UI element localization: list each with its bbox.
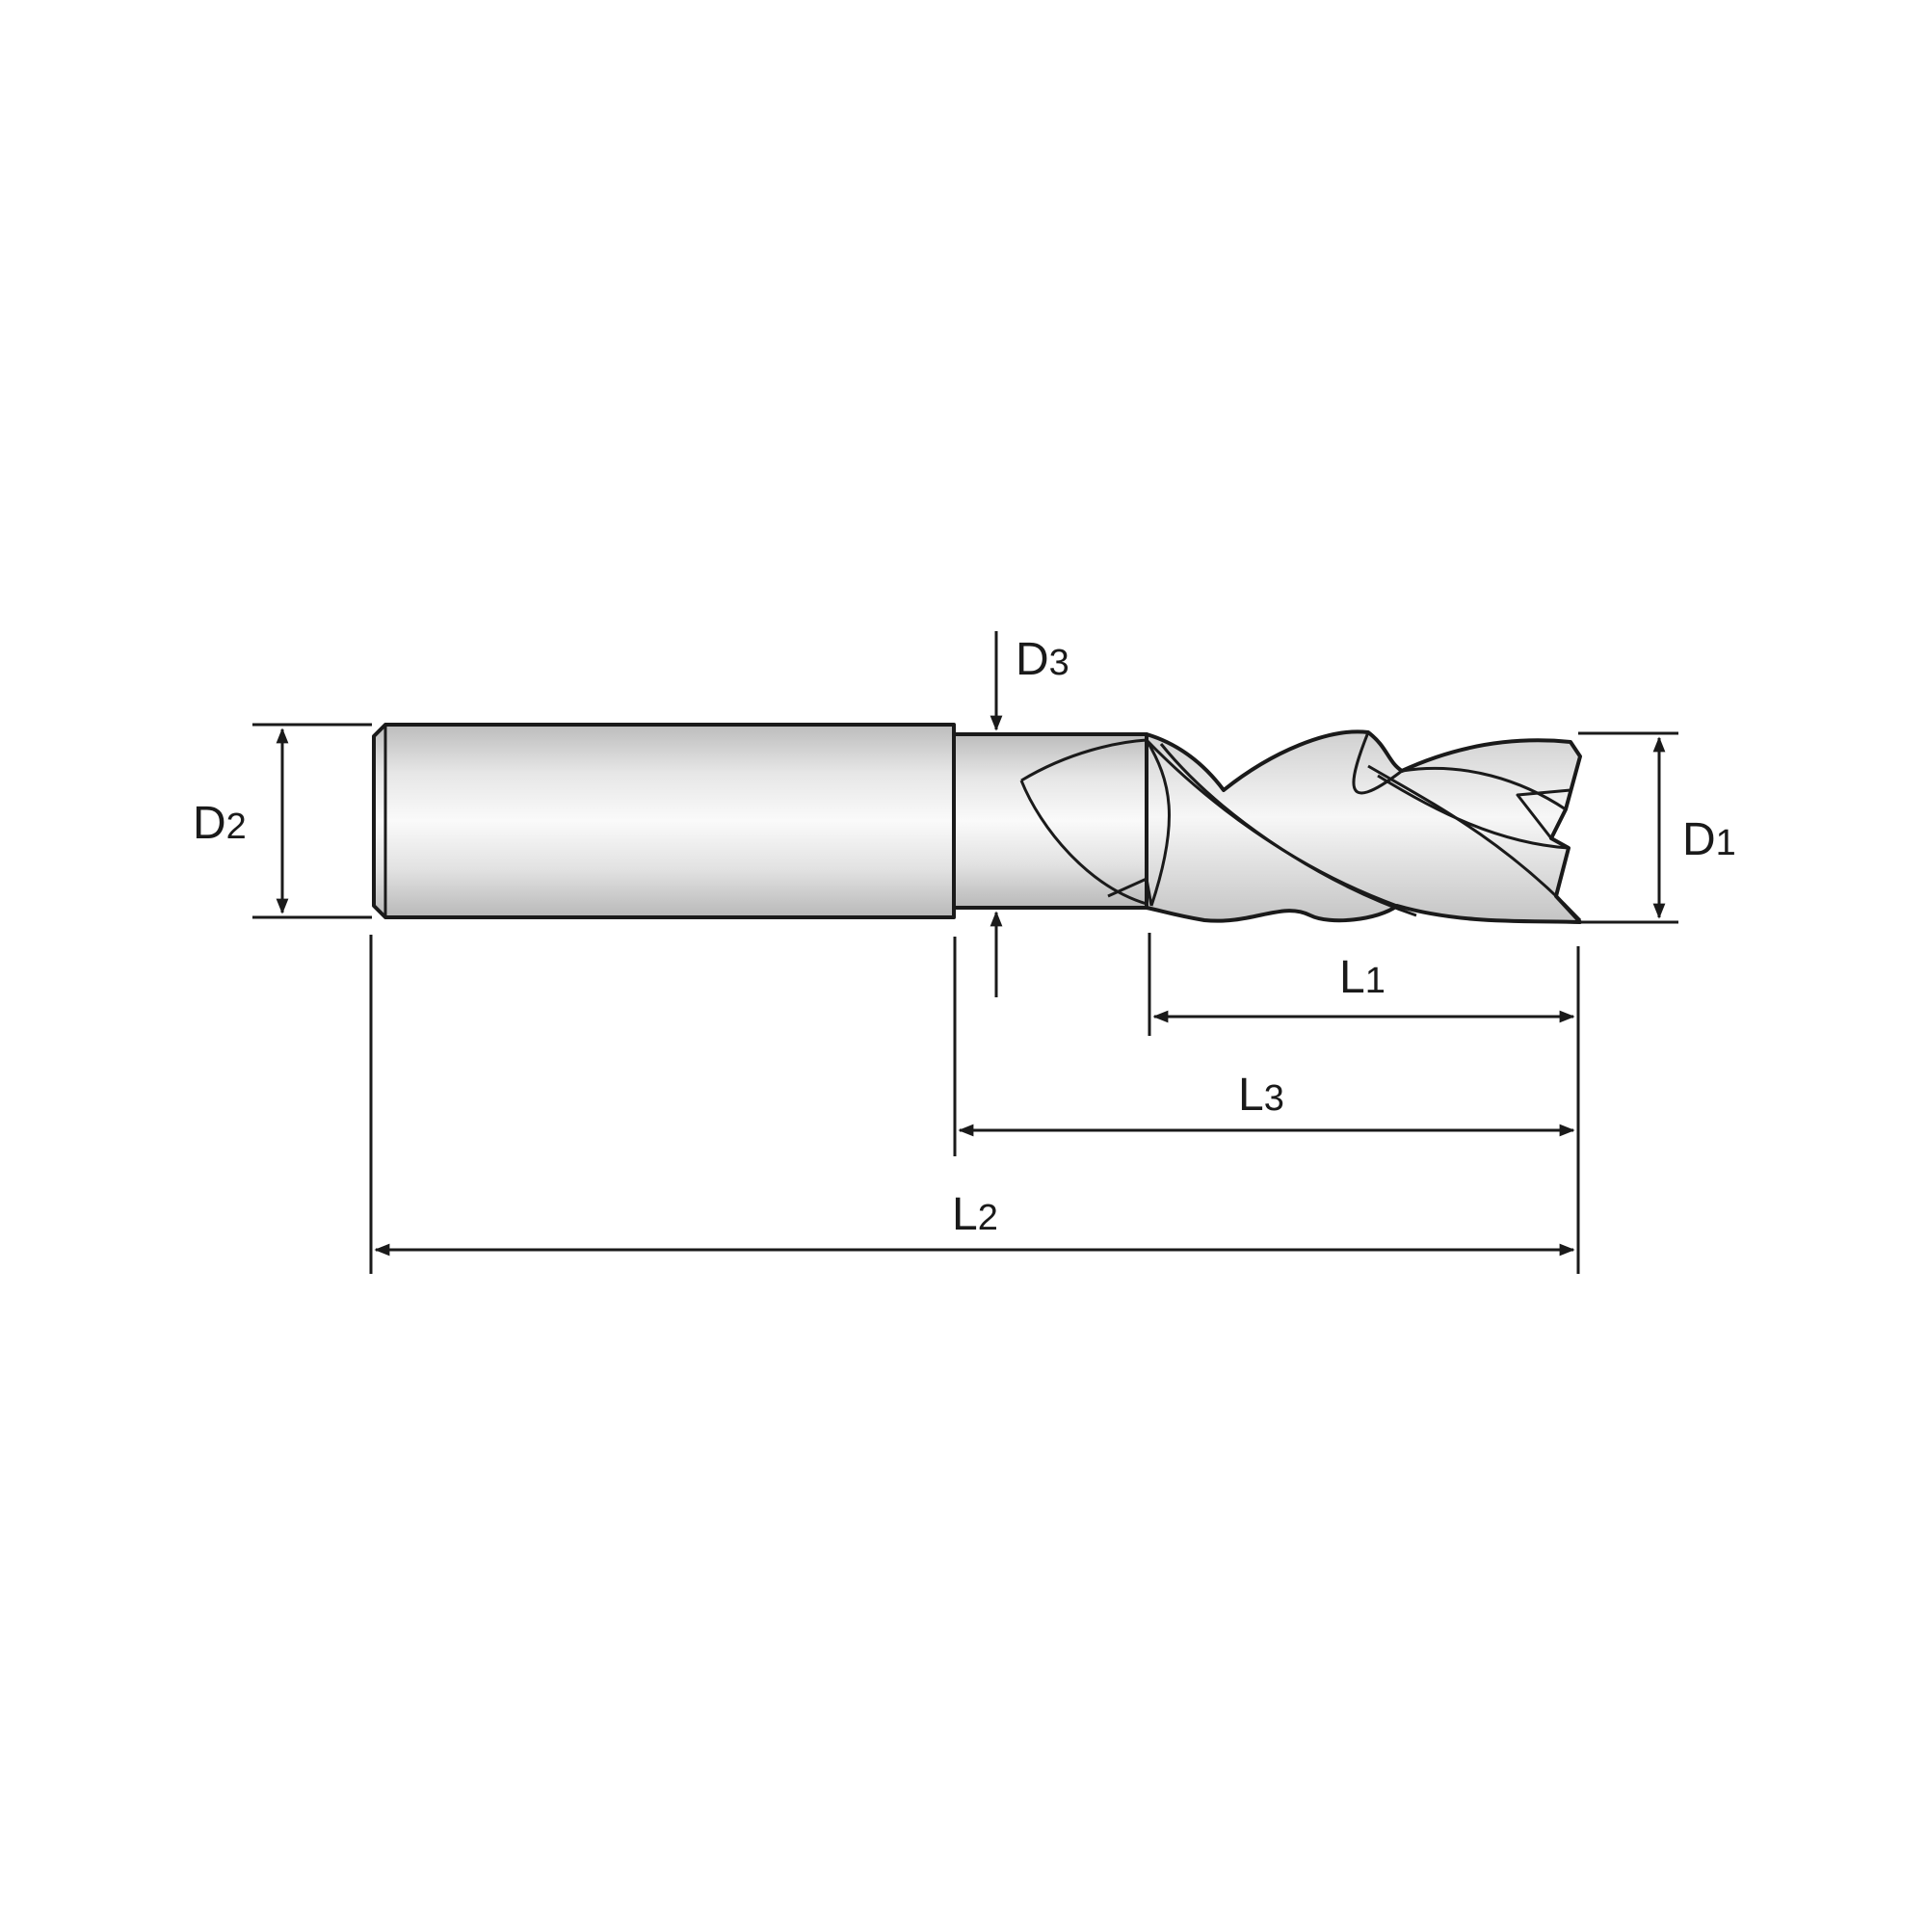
dimension-labels: D2 D3 D1 L1 L3 L2 [193,634,1736,1240]
flute-helix-8 [1401,766,1567,811]
flute-helix-10 [1107,877,1153,907]
dimension-lines [252,631,1678,1274]
label-l3: L3 [1238,1070,1284,1121]
label-d3: D3 [1016,634,1069,685]
label-l2: L2 [952,1189,998,1240]
flute-helix-2 [1019,780,1148,906]
flute-helix-4 [1159,743,1417,917]
flute-helix-5 [1352,731,1403,795]
flute-helix-9 [1516,788,1571,839]
neck [952,732,1148,910]
end-mill-body [372,723,1582,924]
shank [372,723,956,919]
flute-helix-6 [1367,764,1582,922]
flute-helix-7 [1377,774,1570,850]
label-d1: D1 [1682,814,1736,865]
label-l1: L1 [1339,952,1386,1003]
label-d2: D2 [193,798,247,849]
